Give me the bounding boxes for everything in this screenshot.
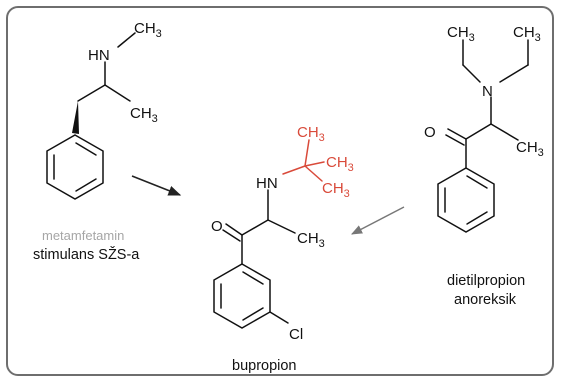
- nh-label: HN: [256, 175, 278, 192]
- wedge-bond: [72, 101, 79, 134]
- c-cl-bond: [269, 311, 289, 324]
- bupropion-name: bupropion: [232, 358, 297, 374]
- c-methyl-bond: [267, 219, 296, 234]
- chlorine-label: Cl: [289, 326, 303, 343]
- methamphetamine-name: metamfetamin: [42, 228, 124, 243]
- c-methyl-bond: [490, 123, 519, 141]
- oxygen-label: O: [211, 218, 223, 235]
- tbutyl-bond: [304, 139, 310, 167]
- tbutyl-bond: [304, 161, 325, 167]
- tbutyl-methyl-label: CH3: [322, 180, 350, 200]
- c-methyl-bond: [104, 84, 131, 102]
- diagram-frame: [6, 6, 554, 376]
- n-ethyl-bond: [499, 64, 529, 83]
- n-methyl-bond: [117, 32, 136, 48]
- nitrogen-label: N: [482, 83, 493, 100]
- ethyl-methyl-label: CH3: [513, 24, 541, 44]
- n-ethyl-bond: [462, 64, 481, 83]
- nh-label: HN: [88, 47, 110, 64]
- diethylpropion-description: anoreksik: [454, 292, 517, 308]
- c-carbonyl-bond: [241, 219, 269, 236]
- carbonyl-double-bond: [225, 223, 243, 236]
- diethylpropion-structure: N O CH3 CH3 CH3 dietilpropion anoreksik: [424, 24, 544, 308]
- diethylpropion-name: dietilpropion: [447, 273, 525, 289]
- benzene-ring: [46, 134, 104, 200]
- methyl-label: CH3: [134, 20, 162, 40]
- methamphetamine-description: stimulans SŽS-a: [33, 246, 140, 263]
- benzene-ring: [437, 167, 495, 233]
- arrow-methamphetamine-to-bupropion: [131, 175, 182, 196]
- tbutyl-methyl-label: CH3: [326, 154, 354, 174]
- bupropion-structure: HN O CH3 Cl CH3 CH3 CH3 bupropion: [211, 124, 354, 374]
- tbutyl-bond: [304, 165, 323, 182]
- methyl-label: CH3: [516, 139, 544, 159]
- oxygen-label: O: [424, 124, 436, 141]
- methyl-label: CH3: [297, 230, 325, 250]
- benzene-ring: [213, 263, 271, 329]
- ethyl-methyl-label: CH3: [447, 24, 475, 44]
- carbonyl-double-bond: [447, 128, 467, 140]
- methamphetamine-structure: HN CH3 CH3 metamfetamin stimulans SŽS-a: [33, 20, 162, 263]
- c-ch2-bond: [77, 84, 106, 102]
- tbutyl-methyl-label: CH3: [297, 124, 325, 144]
- n-tbutyl-bond: [282, 165, 306, 175]
- arrow-diethylpropion-to-bupropion: [351, 206, 405, 235]
- c-carbonyl-bond: [465, 123, 492, 140]
- methyl-label: CH3: [130, 105, 158, 125]
